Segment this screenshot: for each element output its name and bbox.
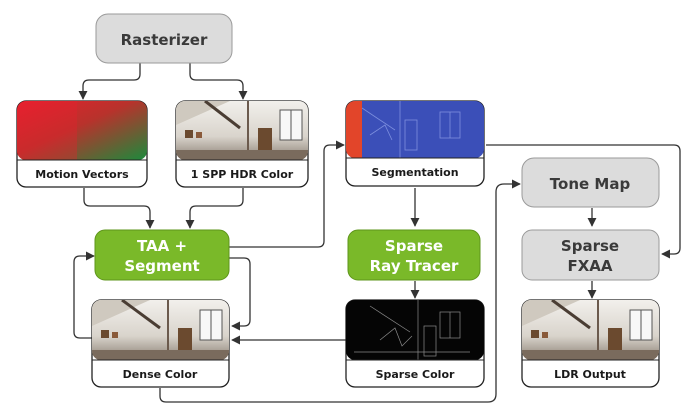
edge-motion-taa [83,188,155,229]
node-ldr-output: LDR Output [521,299,660,388]
node-rasterizer-label: Rasterizer [121,31,208,49]
node-fxaa-line1: Sparse [561,237,619,255]
motion-vectors-thumbnail [17,101,147,160]
node-sparsert-line2: Ray Tracer [370,257,459,275]
node-taa-segment: TAA + Segment [94,229,230,281]
edge-taa-segmentation [229,140,345,248]
edge-rasterizer-motion [78,63,141,100]
edge-seg-fxaa [486,144,681,259]
edge-taa-dense [229,257,251,331]
node-taa-line1: TAA + [137,237,187,255]
node-fxaa-line2: FXAA [567,257,612,275]
node-tone-map: Tone Map [521,157,660,208]
segmentation-thumbnail [346,101,484,158]
segmentation-label: Segmentation [371,166,458,179]
ldr-output-label: LDR Output [554,368,626,381]
dense-color-thumbnail [92,300,229,360]
node-hdr-color: 1 SPP HDR Color [175,100,309,188]
node-sparsert-line1: Sparse [385,237,443,255]
ldr-output-thumbnail [522,300,659,360]
node-sparse-color: Sparse Color [345,299,485,388]
node-rasterizer: Rasterizer [95,13,233,64]
sparse-color-thumbnail [346,300,484,360]
node-sparse-fxaa: Sparse FXAA [521,229,660,281]
sparse-color-label: Sparse Color [376,368,455,381]
node-segmentation: Segmentation [345,100,485,187]
edge-hdr-taa [185,188,244,229]
edge-dense-tonemap [159,179,521,403]
node-sparse-ray-tracer: Sparse Ray Tracer [347,229,481,281]
node-motion-vectors: Motion Vectors [16,100,148,188]
motion-vectors-label: Motion Vectors [35,168,129,181]
node-tonemap-label: Tone Map [550,175,631,193]
edges [73,63,681,403]
node-taa-line2: Segment [124,257,199,275]
dense-color-label: Dense Color [123,368,198,381]
hdr-room-thumbnail [176,101,308,160]
edge-rasterizer-hdr [189,63,248,100]
node-dense-color: Dense Color [91,299,230,388]
hdr-color-label: 1 SPP HDR Color [191,168,294,181]
edge-dense-taa [73,251,95,339]
